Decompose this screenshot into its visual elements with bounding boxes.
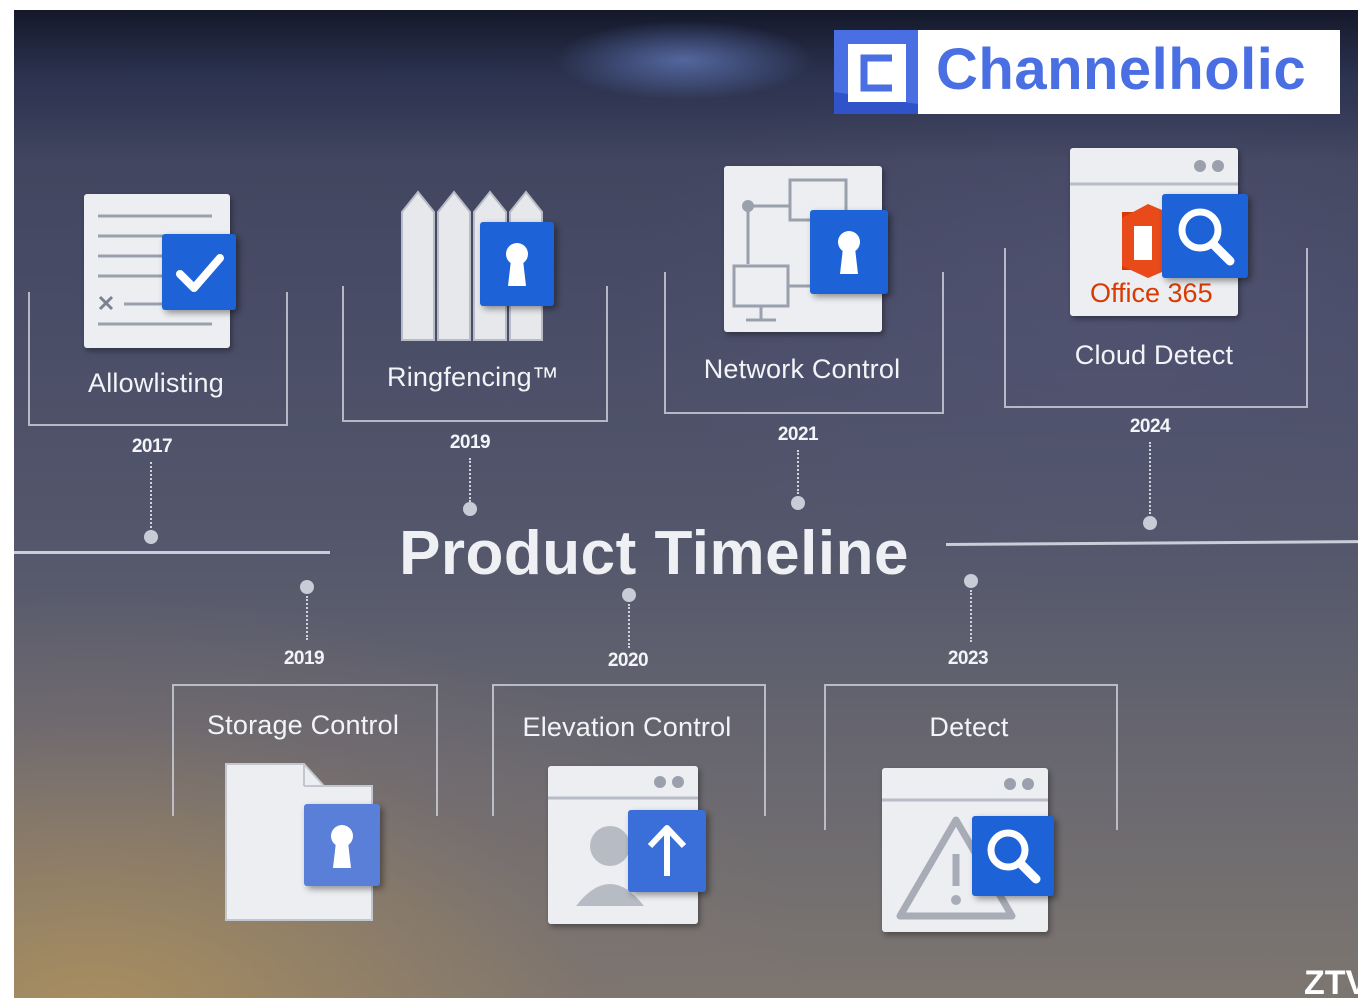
year-2019-bottom: 2019 [283,648,325,669]
product-label-allowlisting: Allowlisting [88,368,224,398]
presentation-screen-photo: Product Timeline Allowlisting 2017 [14,10,1358,998]
arrow-up-badge-icon [628,810,706,892]
timeline-node-2019-bottom [300,580,314,594]
channelholic-mark-icon [834,30,918,114]
office365-text: Office 365 [1090,278,1213,308]
product-label-cloud-detect: Cloud Detect [1074,340,1234,370]
channelholic-logo: Channelholic [834,30,1340,114]
slide-title: Product Timeline [399,519,909,588]
timeline-line-left [14,551,330,554]
year-2023: 2023 [947,648,989,669]
connector-2020 [628,604,630,648]
product-label-storage-control: Storage Control [206,710,400,740]
frame-elevation-control [492,684,766,816]
corner-logo-text: ZTV [1304,964,1358,998]
frame-allowlisting [28,292,288,426]
timeline-line-right [945,540,1358,546]
frame-cloud-detect [1004,248,1308,408]
product-label-elevation-control: Elevation Control [522,712,732,742]
frame-storage-control [172,684,438,816]
connector-2023 [970,590,972,642]
frame-network-control [664,272,944,414]
timeline-node-2021 [791,496,805,510]
year-2017: 2017 [131,436,173,457]
lock-badge-icon [810,210,888,294]
year-2019-top: 2019 [449,432,491,453]
timeline-node-2024 [1143,516,1157,530]
check-badge-icon [162,234,236,310]
connector-2024 [1149,442,1151,514]
search-badge-icon [1162,194,1248,278]
product-label-network-control: Network Control [703,354,901,384]
lock-badge-icon [480,222,554,306]
product-label-detect: Detect [929,712,1009,742]
year-2021: 2021 [777,424,819,445]
lock-badge-icon [304,804,380,886]
timeline-node-2019-top [463,502,477,516]
frame-detect [824,684,1118,830]
year-2024: 2024 [1129,416,1171,437]
timeline-node-2017 [144,530,158,544]
search-badge-icon [972,816,1054,896]
product-label-ringfencing: Ringfencing™ [387,362,559,392]
timeline-node-2023 [964,574,978,588]
projector-glow [554,20,814,100]
connector-2017 [150,462,152,532]
connector-2019-top [469,458,471,502]
year-2020: 2020 [607,650,649,671]
timeline-node-2020 [622,588,636,602]
connector-2019-bottom [306,596,308,640]
brand-name: Channelholic [936,37,1307,102]
connector-2021 [797,450,799,494]
frame-ringfencing [342,286,608,422]
network-icon [724,166,882,332]
